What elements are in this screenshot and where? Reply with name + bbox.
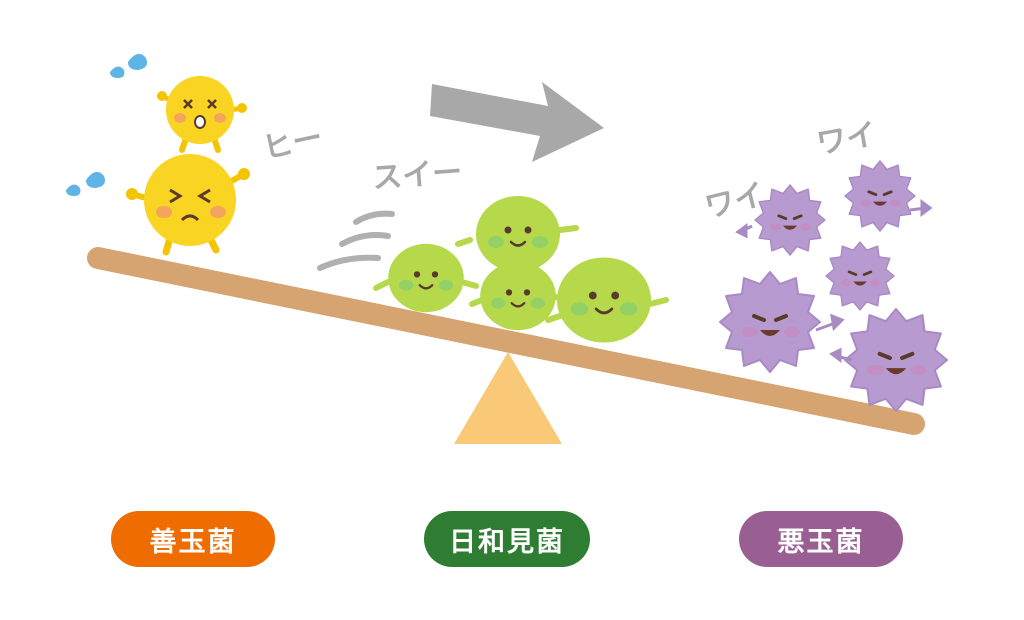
- arrow-right-icon: [430, 82, 604, 162]
- label-bad-bacteria: 悪玉菌: [739, 511, 903, 567]
- purple-virus-icon: [718, 159, 947, 411]
- motion-lines: [317, 210, 395, 271]
- sfx-suii: スイー: [371, 154, 464, 197]
- green-bacteria-icon: [373, 194, 669, 344]
- seesaw-fulcrum: [454, 352, 562, 444]
- sweat-drop-icon: [66, 53, 147, 196]
- label-good-bacteria: 善玉菌: [111, 511, 275, 567]
- seesaw-beam: [87, 247, 925, 435]
- label-neutral-bacteria: 日和見菌: [424, 511, 590, 567]
- yellow-bacteria-icon: [126, 76, 250, 256]
